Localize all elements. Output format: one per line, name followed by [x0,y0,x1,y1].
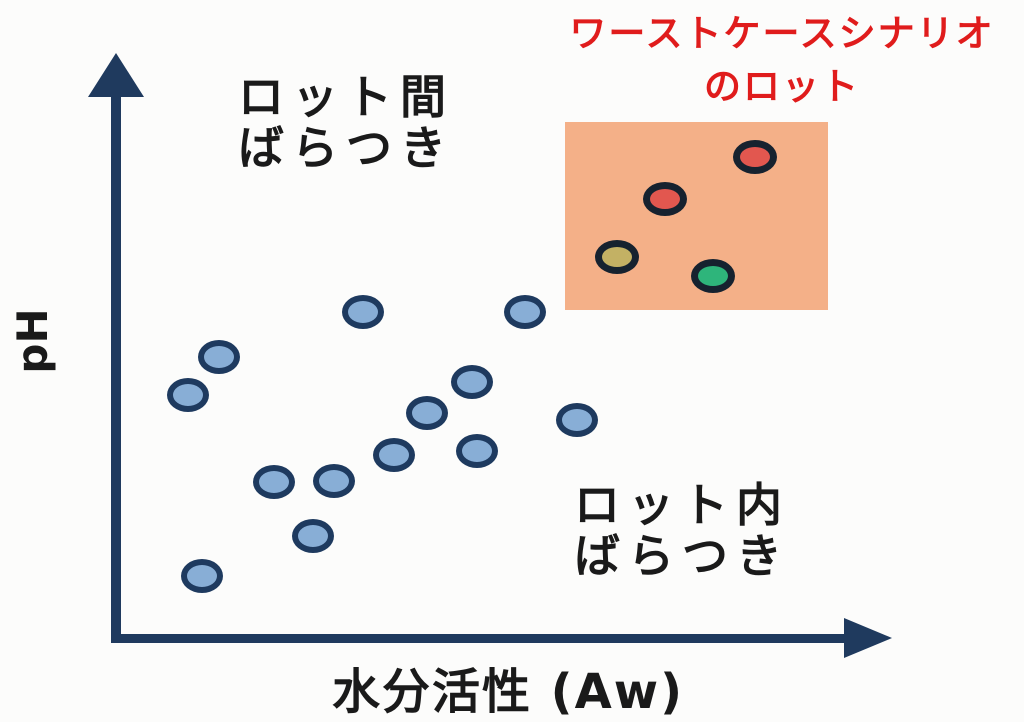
within-lot-variation-label: ロット内 ばらつき [557,480,807,581]
y-axis-arrow-icon [88,53,144,97]
worst-case-lot-point [691,259,735,293]
worst-case-lot-point [733,140,777,174]
worst-case-title-line1: ワーストケースシナリオ [569,12,995,55]
blue-lot-point [556,403,598,437]
between-lot-variation-line1: ロット間 [238,70,454,124]
x-axis-label: 水分活性 (Aw) [331,664,685,720]
within-lot-variation-line2: ばらつき [574,528,790,583]
y-axis [111,90,121,643]
blue-lot-point [456,434,498,468]
x-axis [111,634,845,643]
between-lot-variation-label: ロット間 ばらつき [221,72,471,173]
blue-lot-point [313,464,355,498]
blue-lot-point [342,295,384,329]
blue-lot-point [292,519,334,553]
blue-lot-point [253,465,295,499]
within-lot-variation-line1: ロット内 [574,478,790,532]
y-axis-label: pH [8,308,57,374]
x-axis-arrow-icon [844,618,892,658]
worst-case-title: ワーストケースシナリオ のロット [556,8,1008,113]
worst-case-lot-point [643,182,687,216]
blue-lot-point [198,340,240,374]
blue-lot-point [373,438,415,472]
blue-lot-point [451,365,493,399]
blue-lot-point [406,396,448,430]
between-lot-variation-line2: ばらつき [238,120,454,175]
worst-case-lot-point [595,240,639,274]
blue-lot-point [167,378,209,412]
blue-lot-point [504,295,546,329]
blue-lot-point [181,559,223,593]
worst-case-title-line2: のロット [704,64,860,108]
